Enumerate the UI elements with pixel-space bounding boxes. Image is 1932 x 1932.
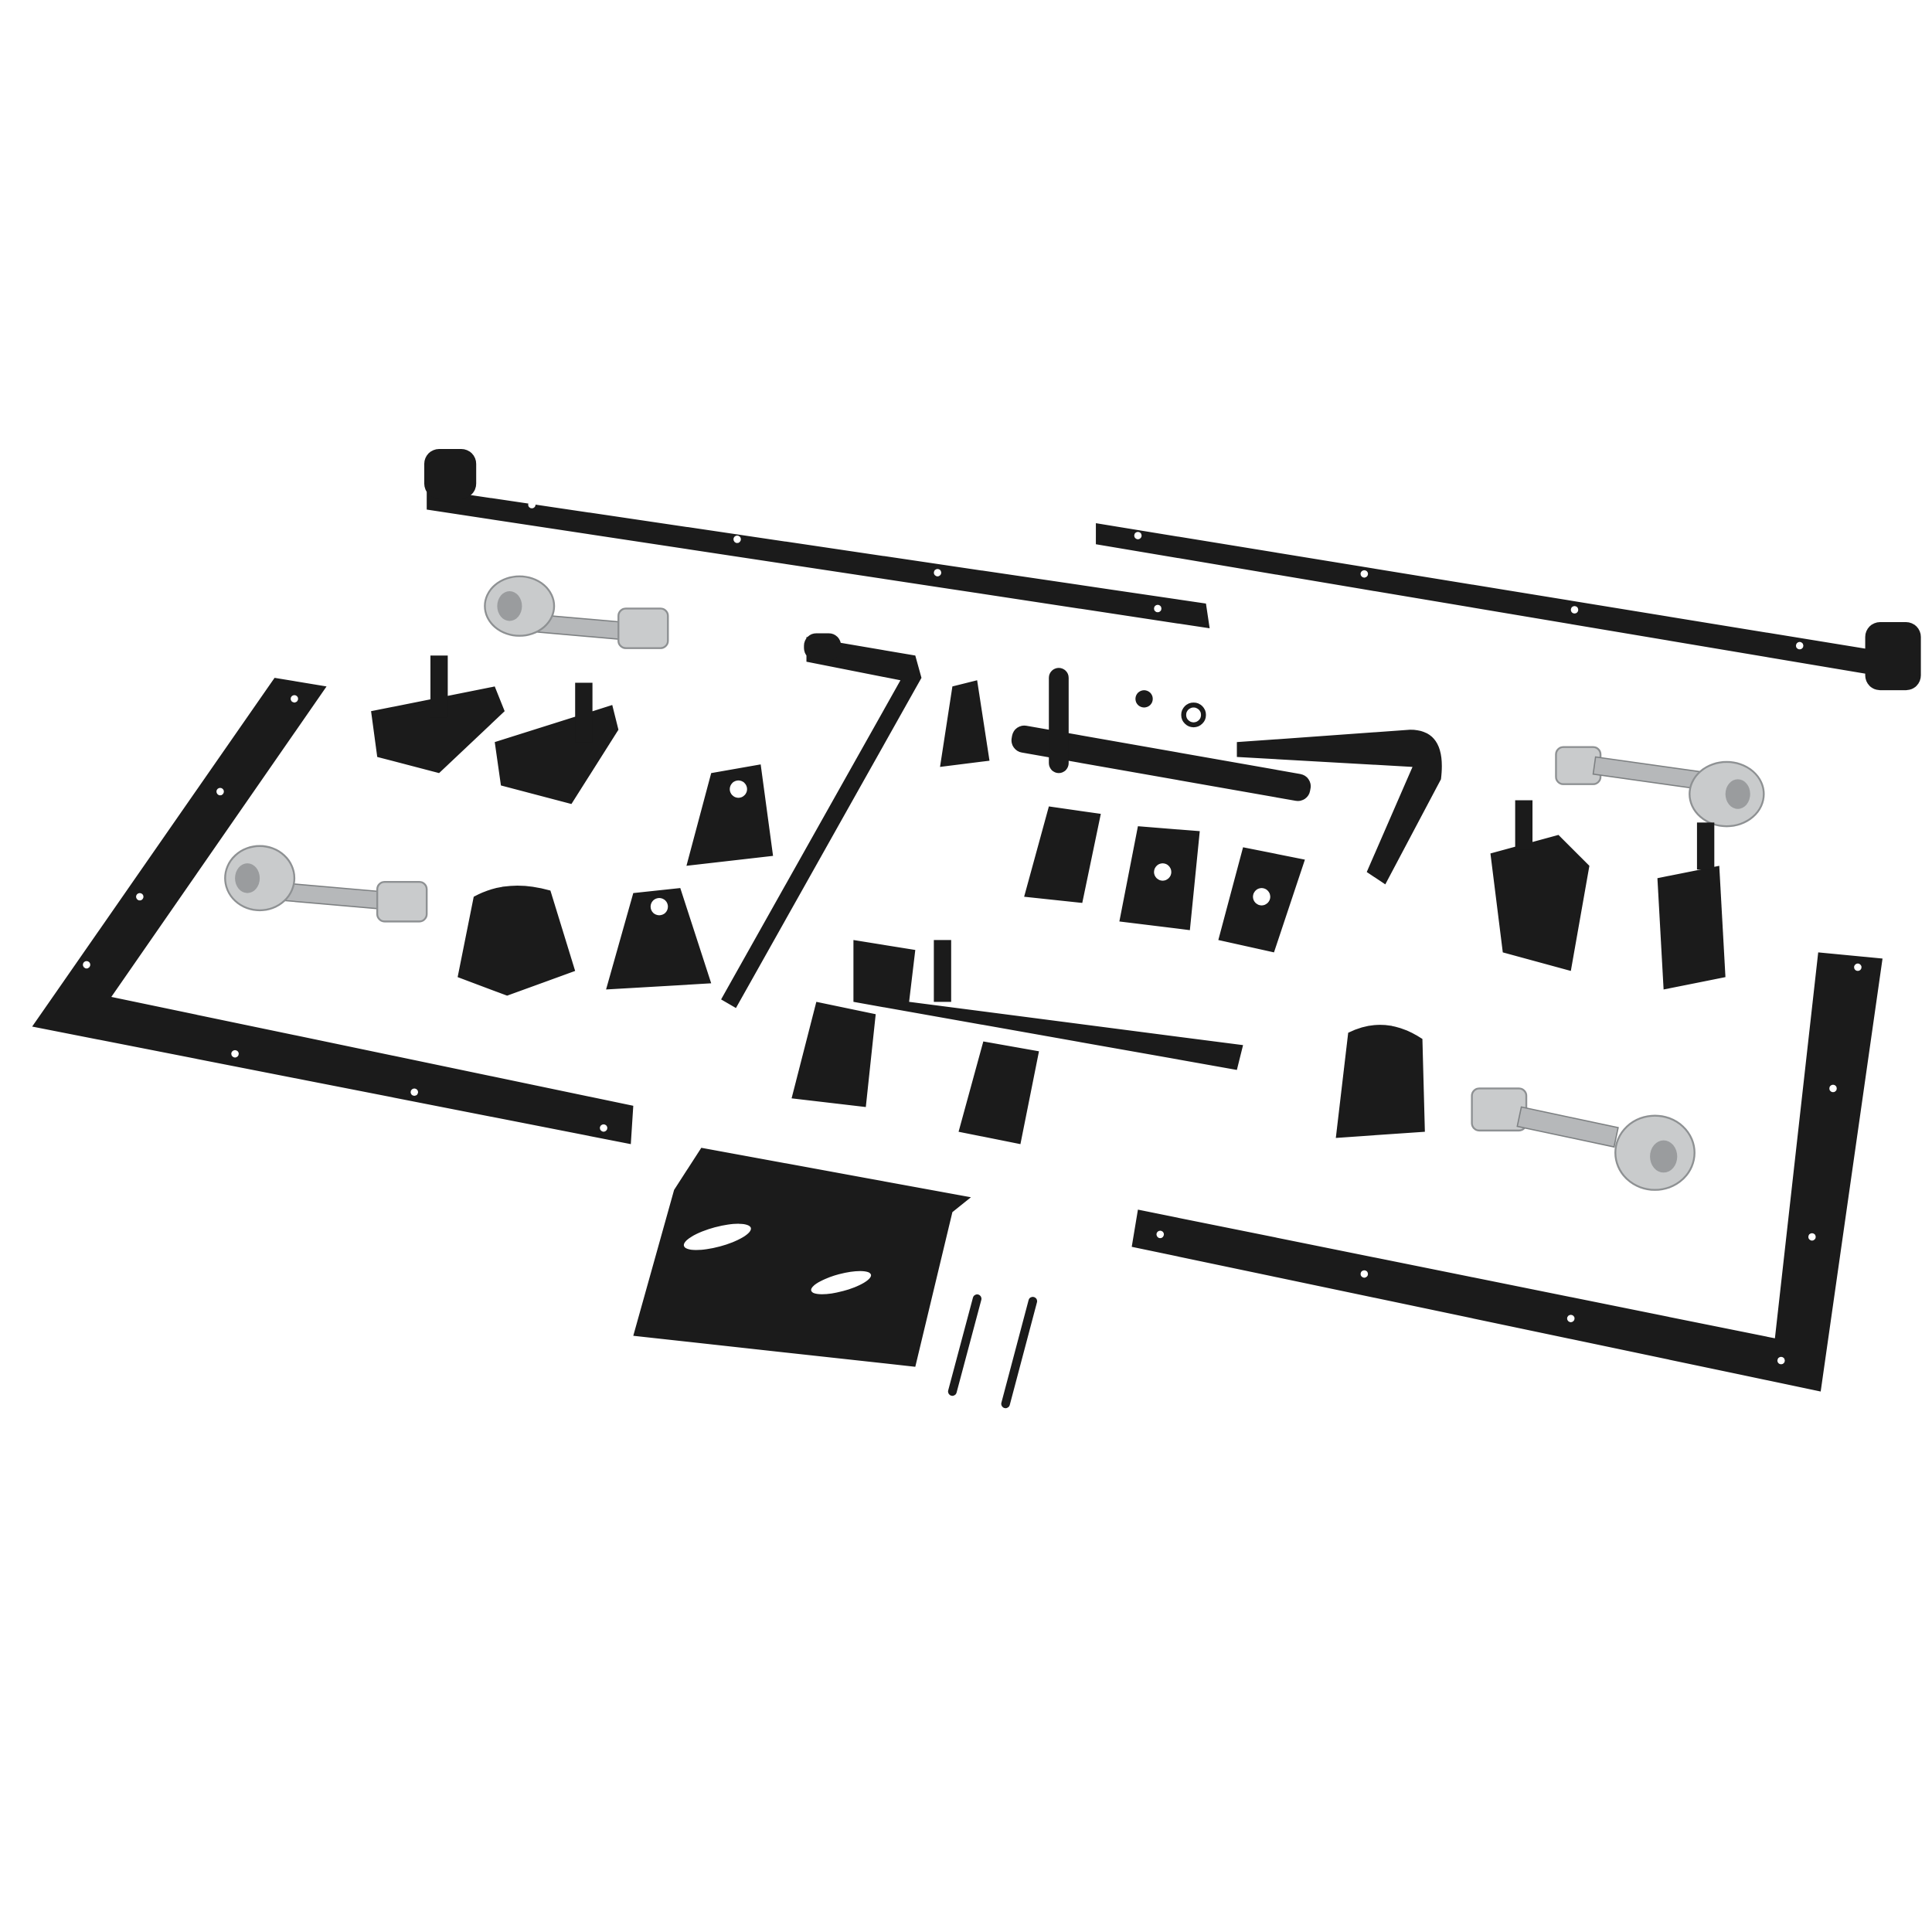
split-pins <box>947 1294 1038 1409</box>
hinge-pin-plates <box>371 655 1726 1138</box>
eye-bolt-1 <box>484 575 669 649</box>
hinge-strap-top-right <box>1096 523 1921 691</box>
hinge-strap-top-left <box>423 448 1210 629</box>
corner-brace-right <box>1131 952 1883 1392</box>
slide-bolt <box>791 940 1243 1145</box>
keyhole-bracket-1 <box>686 764 774 866</box>
drop-bar-bracket <box>633 1148 971 1367</box>
eye-bolt-4 <box>1471 1087 1696 1191</box>
eye-bolt-2 <box>224 845 428 923</box>
bolt-latch <box>940 668 1442 885</box>
keeper-plates <box>1024 806 1305 953</box>
corner-brace-left <box>32 678 634 1145</box>
keyhole-bracket-2 <box>606 888 712 990</box>
eye-bolt-3 <box>1555 746 1765 828</box>
drop-rod <box>721 633 922 1009</box>
